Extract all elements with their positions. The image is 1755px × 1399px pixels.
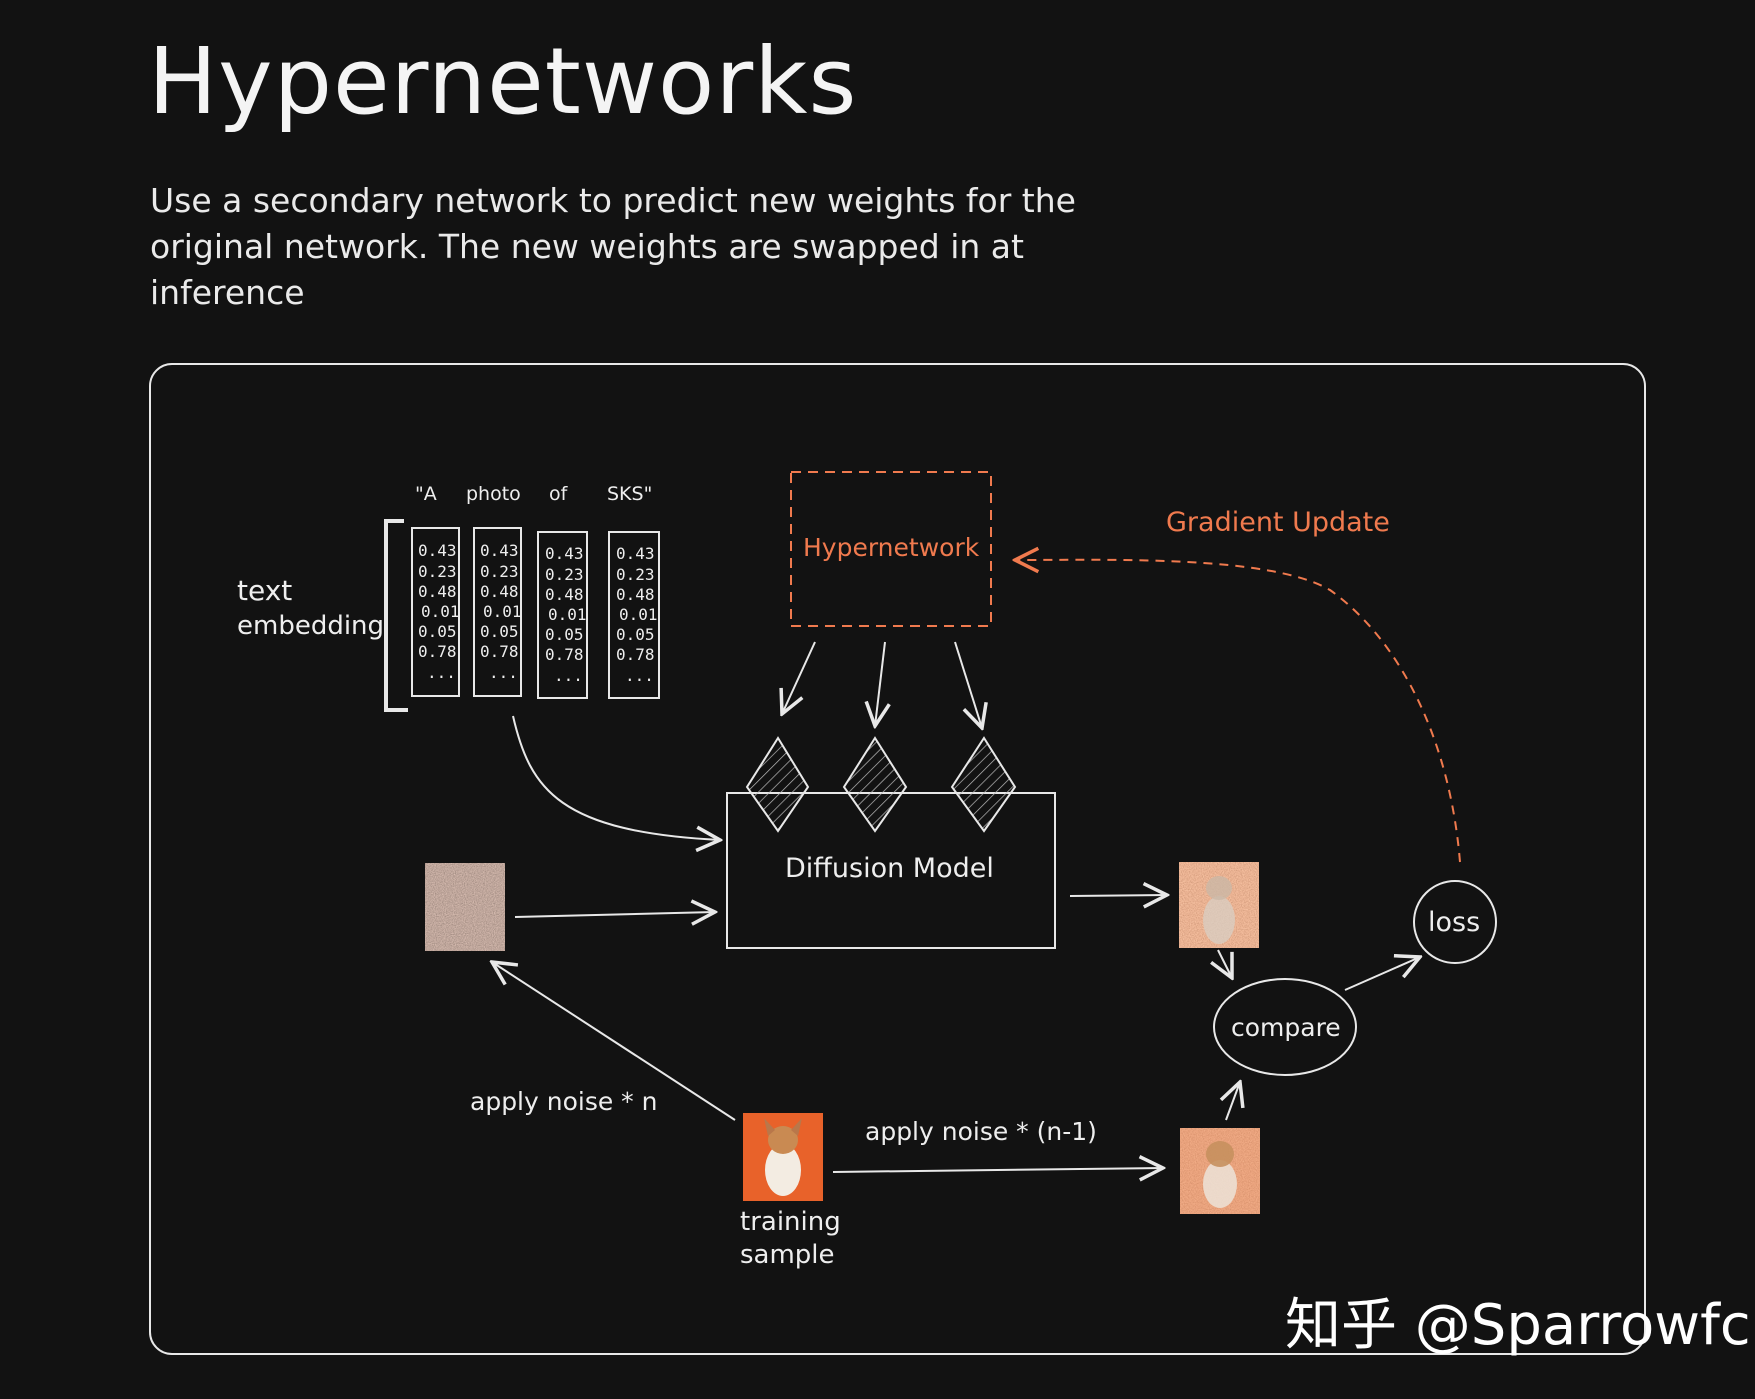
- embedding-value: 0.01: [421, 602, 460, 621]
- weight-diamond: [950, 736, 1017, 833]
- embedding-value: ...: [625, 666, 654, 685]
- embedding-value: 0.43: [480, 541, 519, 560]
- embedding-value: 0.43: [616, 544, 655, 563]
- compare-label: compare: [1231, 1013, 1341, 1042]
- embedding-column: 0.43 0.23 0.48 0.01 0.05 0.78 ...: [411, 527, 460, 697]
- predicted-image: [1179, 862, 1259, 948]
- embedding-bracket: [384, 519, 408, 712]
- embedding-value: 0.43: [418, 541, 457, 560]
- embedding-value: 0.78: [480, 642, 519, 661]
- token-label: "A: [415, 483, 437, 505]
- embedding-value: 0.05: [616, 625, 655, 644]
- training-sample-label: training: [740, 1207, 841, 1237]
- weight-arrow: [954, 641, 982, 728]
- training-sample-label: sample: [740, 1240, 835, 1270]
- embedding-to-model-arrow: [512, 715, 720, 840]
- embedding-value: 0.48: [418, 582, 457, 601]
- weight-arrow: [782, 641, 816, 714]
- page-title: Hypernetworks: [148, 28, 858, 135]
- target-noisy-image: [1180, 1128, 1260, 1214]
- compare-to-loss-arrow: [1344, 957, 1420, 991]
- apply-noise-n-arrow: [492, 962, 736, 1121]
- embedding-value: ...: [554, 666, 583, 685]
- embedding-value: 0.05: [545, 625, 584, 644]
- embedding-value: 0.78: [418, 642, 457, 661]
- hypernetwork-label: Hypernetwork: [803, 533, 980, 562]
- output-to-compare-arrow: [1218, 949, 1232, 978]
- loss-label: loss: [1428, 907, 1480, 938]
- weight-diamond: [745, 736, 810, 833]
- embedding-value: 0.48: [616, 585, 655, 604]
- apply-noise-n1-arrow: [832, 1168, 1163, 1172]
- weight-diamond: [842, 736, 908, 833]
- gradient-update-label: Gradient Update: [1166, 507, 1390, 538]
- target-to-compare-arrow: [1226, 1082, 1240, 1121]
- embedding-value: 0.23: [418, 562, 457, 581]
- embedding-value: 0.48: [545, 585, 584, 604]
- apply-noise-n-label: apply noise * n: [470, 1087, 657, 1116]
- embedding-column: 0.43 0.23 0.48 0.01 0.05 0.78 ...: [473, 527, 522, 697]
- hypernetwork-box: [790, 471, 992, 627]
- embedding-value: 0.78: [616, 645, 655, 664]
- embedding-column: 0.43 0.23 0.48 0.01 0.05 0.78 ...: [537, 531, 588, 699]
- token-label: photo: [466, 483, 521, 505]
- embedding-value: 0.23: [545, 565, 584, 584]
- diffusion-model-label: Diffusion Model: [785, 853, 994, 884]
- model-to-output-arrow: [1069, 895, 1167, 896]
- embedding-value: 0.01: [619, 605, 658, 624]
- watermark: 知乎 @Sparrowfc: [1285, 1293, 1751, 1358]
- embedding-value: 0.23: [480, 562, 519, 581]
- page-subtitle: Use a secondary network to predict new w…: [150, 181, 1076, 312]
- apply-noise-n1-label: apply noise * (n-1): [865, 1117, 1097, 1146]
- embedding-value: 0.23: [616, 565, 655, 584]
- embedding-value: 0.01: [483, 602, 522, 621]
- embedding-value: 0.43: [545, 544, 584, 563]
- embedding-value: 0.05: [418, 622, 457, 641]
- text-embedding-label: text: [237, 574, 292, 607]
- text-embedding-label: embedding: [237, 611, 384, 641]
- embedding-value: 0.78: [545, 645, 584, 664]
- token-label: SKS": [607, 483, 652, 505]
- embedding-value: 0.01: [548, 605, 587, 624]
- embedding-value: 0.05: [480, 622, 519, 641]
- noise-to-model-arrow: [514, 912, 715, 917]
- embedding-value: ...: [427, 663, 456, 682]
- compare-node: [1213, 978, 1357, 1076]
- embedding-value: 0.48: [480, 582, 519, 601]
- embedding-value: ...: [489, 663, 518, 682]
- diagram-frame: [149, 363, 1646, 1355]
- weight-arrow: [875, 641, 885, 726]
- token-label: of: [549, 483, 569, 505]
- training-sample-image: [743, 1113, 823, 1201]
- loss-node: [1413, 880, 1497, 964]
- noisy-latent-image: [425, 863, 505, 951]
- gradient-update-arrow: [1015, 560, 1461, 863]
- embedding-column: 0.43 0.23 0.48 0.01 0.05 0.78 ...: [608, 531, 660, 699]
